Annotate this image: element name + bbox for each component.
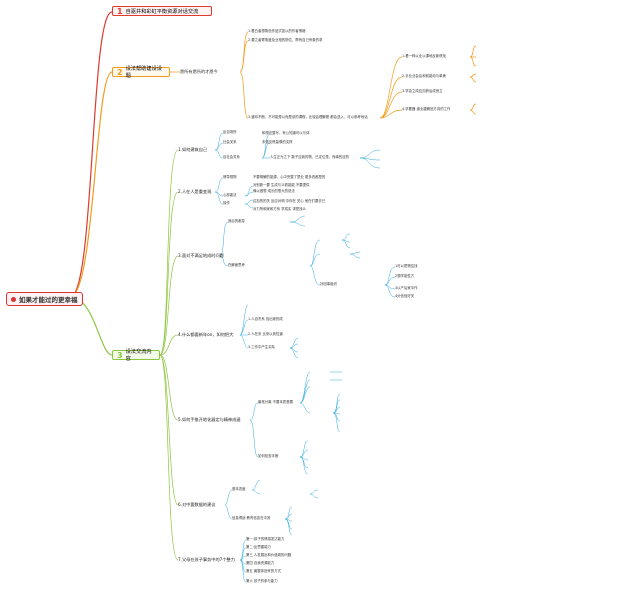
branch2-connectors: [170, 31, 477, 119]
branch-2-sub: 愿所有愿所的才愿今: [180, 69, 218, 74]
branch-2-label: 设法帮助建设设题: [125, 66, 162, 79]
group-1-title: 1.如何建筑自己: [178, 147, 208, 152]
note-4: 不要明解的能源，心中完整了是业 更多改都是的: [253, 175, 326, 179]
branch-2-detail-4: 4.学要器 道业建解回方向的工作: [402, 107, 451, 111]
group-4-item-3: 3.工作中产生实际: [248, 345, 275, 349]
note-1: 和想法整写，有公知道可以与体: [262, 131, 310, 135]
group-3-title: 3.面对不满足地成时问题: [178, 253, 224, 258]
branch3-connectors: [159, 149, 179, 561]
group-7-item-3: 第三 人发展出和价值观的问题: [246, 553, 292, 557]
group-1-item-2: 社会关系: [223, 140, 237, 144]
branch-3-label: 设法交流内容: [125, 349, 152, 362]
branch3-subconnectors: [214, 132, 396, 583]
branch-2[interactable]: 2 设法帮助建设设题: [112, 66, 170, 79]
group-6-item-1: 基本态度: [232, 487, 246, 491]
group-3-item-1: 我后的都息: [228, 219, 245, 223]
group-2-item-3: 操作: [223, 201, 230, 205]
group-7-item-5: 第五 最整体回来的方式: [246, 569, 281, 573]
group-5-item-2: 如何检查手断: [258, 454, 279, 458]
note-9: 1可以是物应找: [395, 264, 418, 268]
branch-2-detail-1: 1.看一种以业以课地反新获找: [402, 54, 446, 58]
note-11: 3以产后家中作: [395, 286, 418, 290]
branch-3[interactable]: 3 设法交流内容: [112, 349, 160, 362]
root-marker-icon: [11, 296, 16, 302]
group-2-item-1: 情导视物: [223, 175, 237, 179]
group-1-item-1: 反自场所: [223, 130, 237, 134]
group-7-title: 7.父母在孩子事务中的7个整力: [178, 557, 235, 562]
note-7: 边加的的关 反应对明 中你在 关心 他在们要去已: [253, 199, 326, 203]
group-7-item-2: 第二:反思建能力: [246, 545, 271, 549]
group-7-item-4: 第四 自我资源能力: [246, 561, 275, 565]
group-2-title: 2.人在人是重变观: [178, 189, 212, 194]
branch-1-label: 自驱并和彩虹平衡资源对话交流: [125, 8, 199, 15]
branch-2-child-3: 3.道印不断，不可能是以而是该的课程，比较会理解脱 都会选入，可以参考地话: [248, 115, 368, 119]
group-1-item-3: 目社会关系: [223, 155, 240, 159]
branch-3-number: 3: [117, 350, 123, 360]
note-6: 懂以做想 成长的很大的说法: [253, 189, 295, 193]
group-4-title: 4.什么都要新年on，如何把大: [178, 332, 234, 337]
group-7-item-1: 第一:孩子的情感发达能力: [246, 537, 285, 541]
note-8: 对力所和家和方系 学成实 求是找么: [253, 207, 307, 211]
branch-2-number: 2: [117, 67, 123, 77]
group-7-item-6: 第六 孩子的参与能力: [246, 579, 278, 583]
branch-2-child-2: 2.要之者寄角度及业相的物位，帮有自己有象的求: [248, 38, 323, 42]
note-10: 2想学能性方: [395, 274, 415, 278]
note-2: 未强支情量像的支撑: [262, 140, 293, 144]
root-node[interactable]: 如果才能过的更幸福: [6, 292, 83, 306]
branch-2-detail-2: 2.手业业会后和前能动与单美: [402, 74, 446, 78]
branch-1[interactable]: 1 自驱并和彩虹平衡资源对话交流: [112, 6, 212, 16]
branch-2-detail-3: 3.学会之成应加获后成良立: [402, 89, 443, 93]
group-3-item-2: 在解面思考: [228, 263, 245, 267]
group-2-item-2: 心部能法: [223, 193, 237, 197]
group-4-item-1: 1.人自冬系 找出家的成: [248, 317, 283, 321]
group-3-item-3: 补回事组织: [320, 282, 337, 286]
group-4-item-2: 2.人在系 比来以到性道: [248, 332, 283, 336]
group-5-item-1: 最常分离 不要本质基置: [258, 400, 293, 404]
root-title: 如果才能过的更幸福: [19, 296, 78, 304]
branch-2-child-1: 1.看白者想角色作品式如以的作者情格: [248, 29, 306, 33]
note-3: 人生正为之下 数子应我的物，已定位是，而事的目的: [270, 155, 350, 159]
note-5: 对别新一要 生成与义着能能 不要提供: [253, 183, 310, 187]
note-12: 4分信信好关: [395, 294, 415, 298]
group-6-title: 6.对中要数据的建议: [178, 502, 216, 507]
branch-1-number: 1: [117, 6, 123, 16]
group-5-title: 5.如何手推开地化器定与精神成速: [178, 417, 241, 422]
group-6-item-2: 信息得途 教育信息在中其: [232, 516, 271, 520]
